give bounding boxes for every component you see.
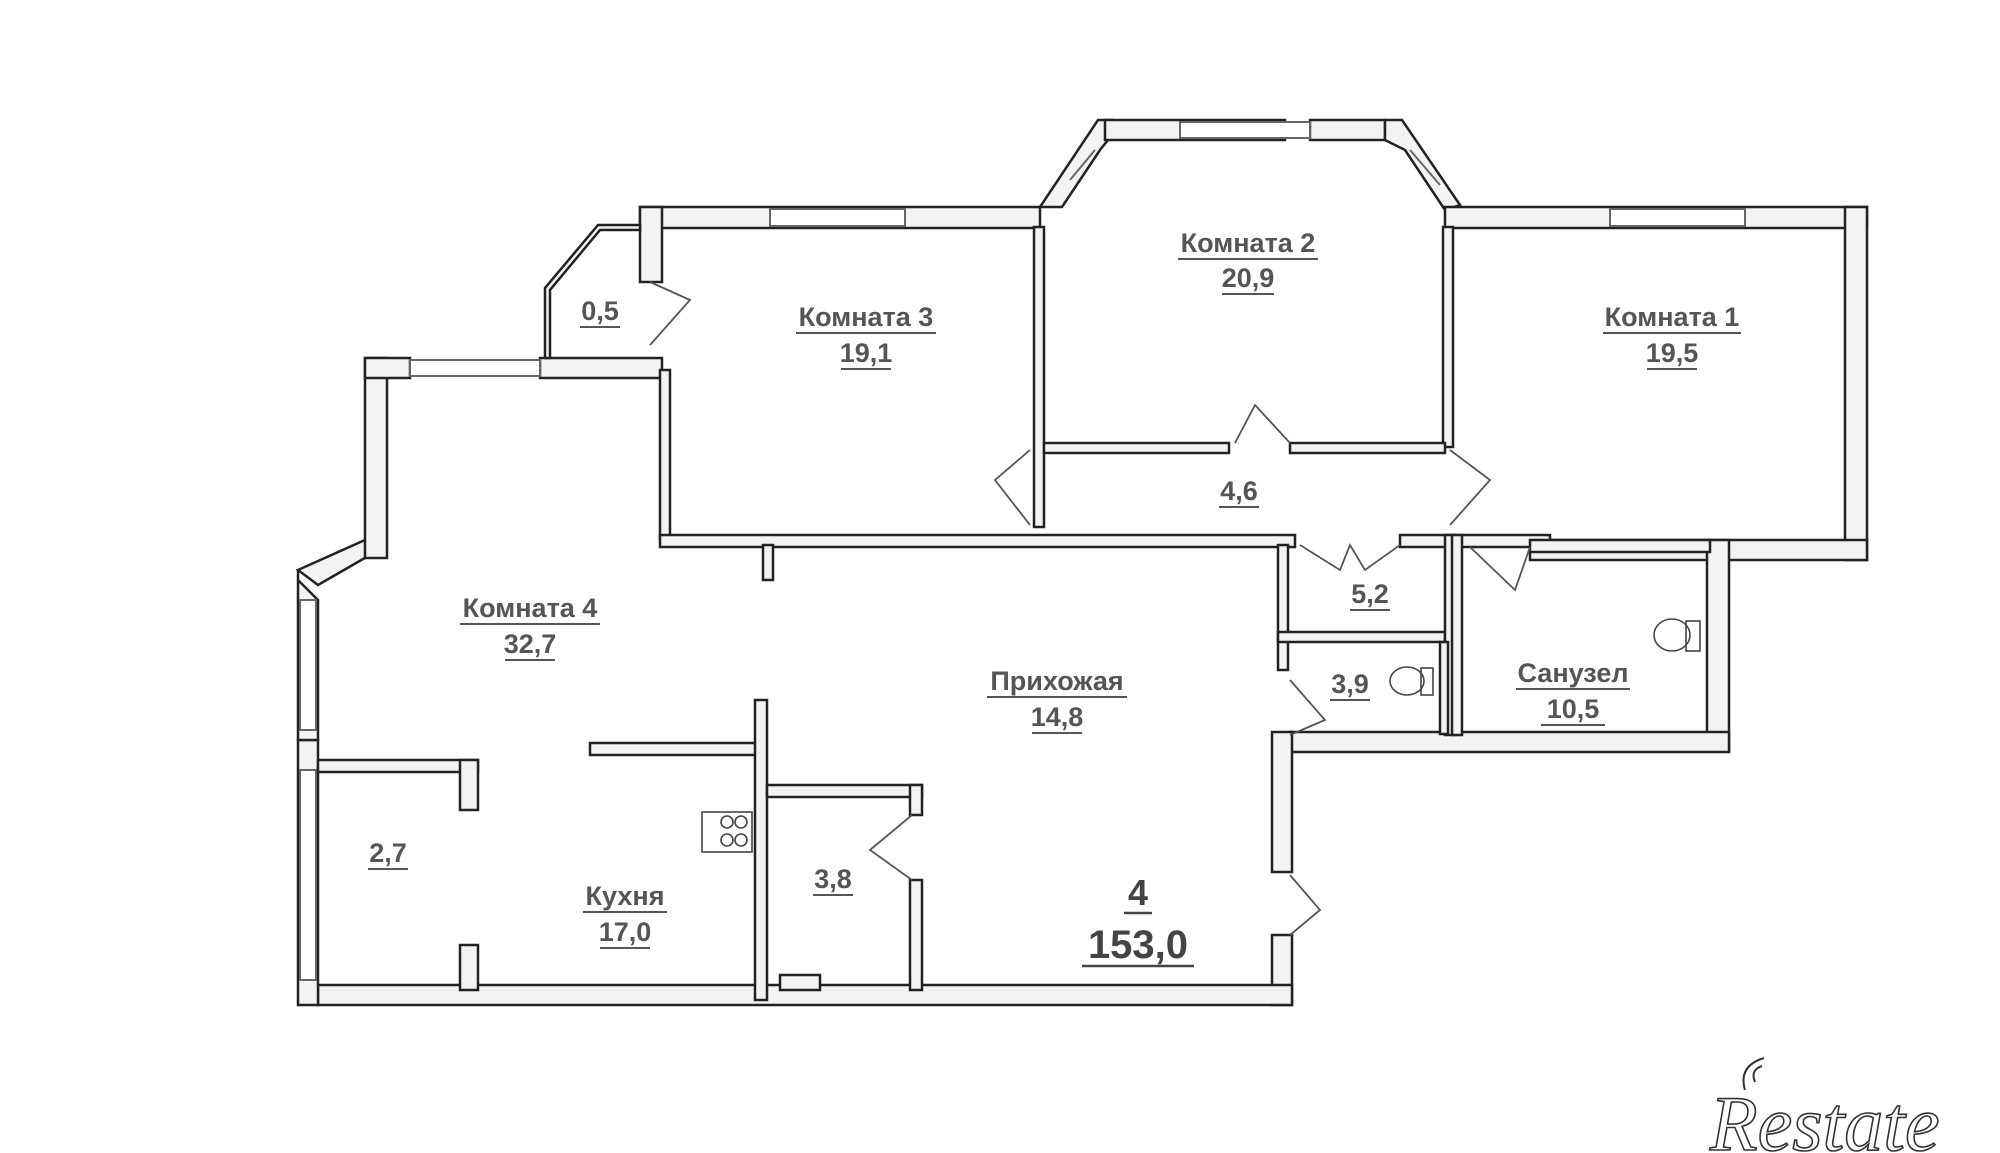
wall (658, 368, 672, 540)
window (299, 599, 317, 731)
room2-name: Комната 2 (1181, 228, 1316, 258)
wall (658, 533, 1297, 549)
room4-name: Комната 4 (463, 593, 598, 623)
wall (1276, 543, 1290, 672)
hall-area: 14,8 (1031, 702, 1084, 732)
windows (299, 121, 1746, 981)
internal-walls (316, 225, 1712, 1002)
wall (316, 758, 480, 774)
window (1409, 149, 1441, 186)
wall (778, 973, 822, 992)
wall (1450, 533, 1464, 737)
door (868, 814, 913, 881)
window (299, 769, 317, 981)
wall (588, 741, 762, 757)
doors (649, 281, 1531, 936)
brand-logo: Restate (1708, 1057, 1940, 1153)
wall (908, 783, 924, 817)
window (1609, 208, 1746, 227)
window (1179, 121, 1311, 139)
room4-area: 32,7 (504, 629, 557, 659)
room-count: 4 (1128, 872, 1148, 913)
kitchen-area: 17,0 (599, 917, 652, 947)
door (1449, 449, 1492, 526)
pantry-area: 3,8 (814, 864, 852, 894)
label-underlines (368, 258, 1741, 949)
wall (1705, 538, 1731, 752)
wall (753, 698, 769, 1002)
wall (538, 356, 664, 380)
storage-area: 5,2 (1351, 579, 1389, 609)
door (649, 281, 692, 346)
door (993, 449, 1031, 526)
wall (908, 878, 924, 992)
door (1234, 403, 1291, 444)
wall (1037, 118, 1114, 209)
wall (1288, 730, 1731, 754)
toilet-icon (1653, 618, 1701, 652)
wall (363, 356, 412, 380)
wall (1032, 225, 1046, 529)
loggia-area: 2,7 (369, 838, 407, 868)
wall (1308, 118, 1387, 142)
wall (638, 205, 664, 284)
closet-area: 0,5 (581, 296, 619, 326)
wall (1270, 730, 1294, 874)
room1-area: 19,5 (1646, 338, 1699, 368)
wall (458, 758, 480, 812)
room3-area: 19,1 (840, 338, 893, 368)
apartment-summary: 4 153,0 (1082, 872, 1194, 968)
wall (1843, 205, 1869, 562)
wall (1042, 441, 1231, 455)
wall (765, 783, 924, 799)
wall (1528, 538, 1712, 554)
room1-name: Комната 1 (1605, 302, 1740, 332)
door (1469, 546, 1531, 592)
door (1299, 542, 1401, 572)
stove-icon (701, 811, 753, 853)
total-area: 153,0 (1088, 923, 1188, 967)
room3-name: Комната 3 (799, 302, 934, 332)
window (409, 359, 541, 377)
brand-text: Restate (1709, 1080, 1940, 1153)
wall (458, 943, 480, 992)
outer-walls (295, 118, 1869, 1007)
wall (1276, 630, 1447, 644)
wall (1438, 640, 1450, 736)
wall (363, 356, 389, 560)
bathroom-name: Санузел (1517, 658, 1628, 688)
bathroom-area: 10,5 (1547, 694, 1600, 724)
wall (295, 538, 372, 587)
kitchen-name: Кухня (586, 881, 665, 911)
room2-area: 20,9 (1222, 263, 1275, 293)
fixtures (701, 618, 1701, 853)
toilet-icon (1389, 666, 1434, 696)
wall (1398, 533, 1552, 549)
hall-name: Прихожая (990, 666, 1123, 696)
wc-area: 3,9 (1331, 669, 1369, 699)
window (1069, 149, 1096, 181)
room-labels: Комната 1 19,5 Комната 2 20,9 Комната 3 … (369, 228, 1739, 947)
window (769, 208, 906, 227)
wall (543, 223, 642, 360)
wall (1288, 441, 1447, 455)
door (1289, 679, 1327, 736)
door (1289, 874, 1322, 936)
wall (1441, 225, 1455, 449)
corridor-area: 4,6 (1220, 476, 1258, 506)
wall (761, 543, 775, 582)
